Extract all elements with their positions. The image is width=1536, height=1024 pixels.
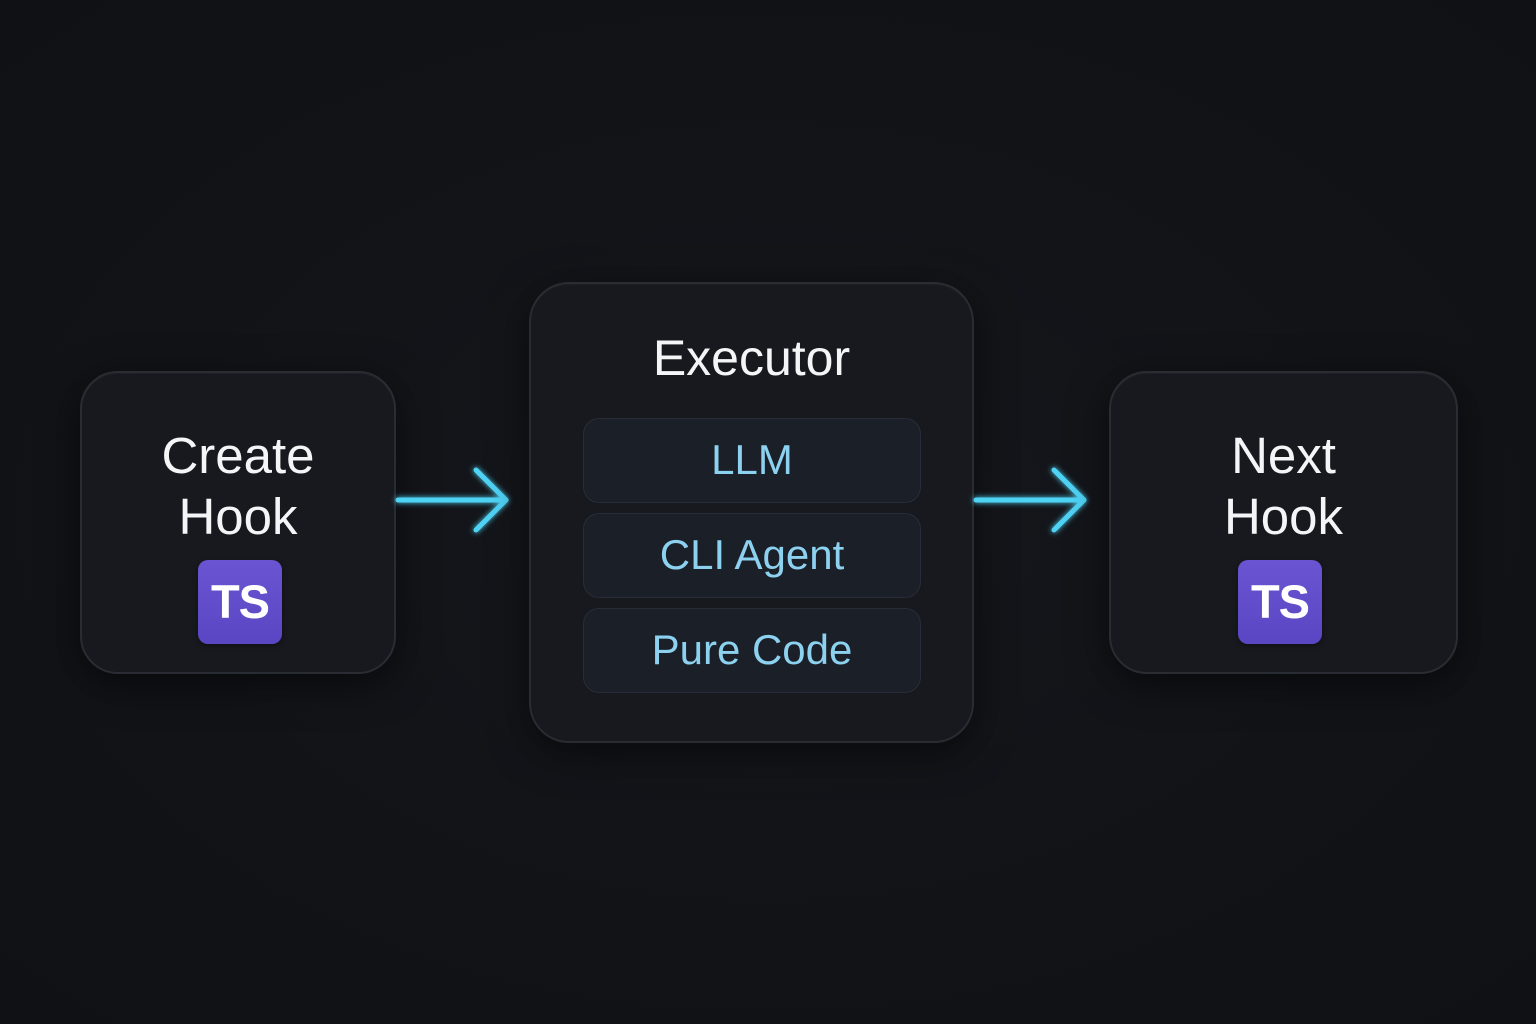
create-hook-node: Create Hook TS — [80, 371, 396, 674]
typescript-icon: TS — [198, 560, 282, 644]
executor-option-cli-agent: CLI Agent — [583, 513, 921, 598]
arrow-right-icon — [395, 467, 509, 533]
create-hook-label: Create Hook — [161, 427, 315, 545]
executor-node: Executor LLM CLI Agent Pure Code — [529, 282, 974, 743]
next-hook-node: Next Hook TS — [1109, 371, 1458, 674]
executor-option-pure-code: Pure Code — [583, 608, 921, 693]
executor-title: Executor — [652, 330, 851, 386]
arrow-right-icon — [973, 467, 1087, 533]
next-hook-label: Next Hook — [1223, 427, 1344, 545]
executor-option-llm: LLM — [583, 418, 921, 503]
typescript-icon: TS — [1238, 560, 1322, 644]
